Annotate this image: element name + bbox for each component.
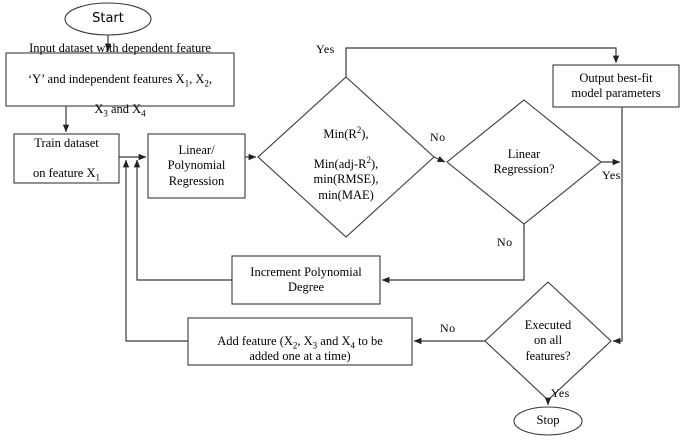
stop-node-shape [513,406,583,436]
input-dataset-node-shape [5,52,235,107]
increment-degree-node-shape [231,255,381,305]
train-dataset-node-shape [13,133,120,184]
edge-output-trunk-to-executed [612,107,623,345]
edge-metrics-yes-to-output [345,47,620,77]
metrics-decision-node-shape [257,76,435,238]
linear-regression-decision-node-shape [446,99,602,225]
edge-add-feature-to-regression-feedback [122,159,188,342]
regression-node-shape [147,133,246,199]
output-best-fit-node-shape [552,64,680,108]
edge-increment-to-regression-feedback [133,159,232,281]
add-feature-node-shape [187,317,413,366]
executed-all-decision-node-shape [484,281,612,401]
edge-metrics-no-to-linear [433,156,446,163]
edge-linear-no-to-increment [381,224,525,284]
start-node-shape [64,2,152,36]
